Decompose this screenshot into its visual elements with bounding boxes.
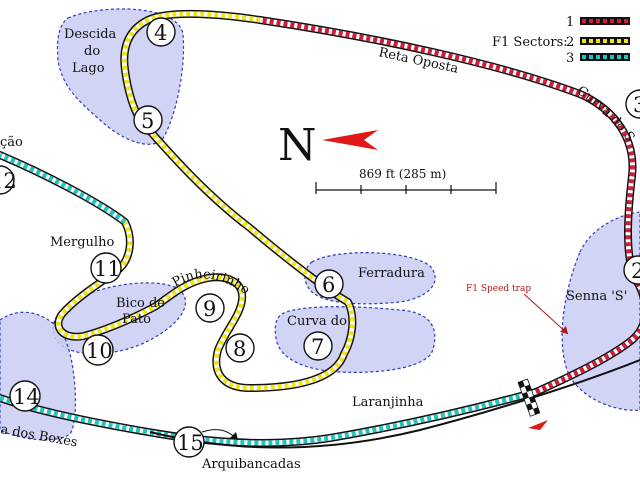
corner-15-arrowhead-icon bbox=[230, 432, 238, 440]
label-juncao: ção bbox=[0, 135, 23, 150]
speed-trap-arrowhead-icon bbox=[560, 326, 568, 334]
legend: 1 F1 Sectors: 2 3 bbox=[492, 15, 630, 66]
label-ferradura: Ferradura bbox=[358, 266, 425, 281]
red-arrow-icon bbox=[322, 130, 378, 150]
label-curva-do: Curva do bbox=[287, 314, 347, 329]
label-laranjinha: Laranjinha bbox=[352, 395, 424, 410]
label-bico-line2: Pato bbox=[122, 312, 151, 327]
track-sectors bbox=[0, 11, 640, 446]
pit-lane bbox=[149, 359, 640, 449]
legend-1-number: 1 bbox=[566, 15, 574, 30]
corner-10: 10 bbox=[82, 334, 114, 366]
corner-15-number: 15 bbox=[177, 431, 204, 455]
scale-bar bbox=[315, 182, 497, 194]
label-descida-line2: do bbox=[84, 44, 100, 59]
north-letter: N bbox=[278, 120, 317, 171]
label-senna-s: Senna 'S' bbox=[566, 289, 627, 304]
zone-bico-de-pato bbox=[52, 282, 186, 355]
speed-trap-label: F1 Speed trap bbox=[466, 284, 531, 294]
corner-3: 3 bbox=[625, 89, 640, 119]
corner-markers: 2 3 4 5 6 7 8 9 bbox=[0, 17, 640, 458]
corner-11: 11 bbox=[90, 252, 122, 284]
label-arquibancadas: Arquibancadas bbox=[201, 457, 301, 472]
corner-4-number: 4 bbox=[154, 21, 167, 45]
corner-5: 5 bbox=[133, 105, 163, 135]
track-sector-1 bbox=[259, 17, 640, 395]
corner-9: 9 bbox=[195, 293, 225, 323]
label-mergulho: Mergulho bbox=[50, 235, 114, 250]
corner-11-number: 11 bbox=[94, 257, 121, 281]
legend-2-number: 2 bbox=[566, 35, 574, 50]
corner-2-number: 2 bbox=[631, 259, 640, 283]
corner-3-number: 3 bbox=[633, 93, 640, 117]
corner-10-number: 10 bbox=[86, 339, 113, 363]
corner-14-number: 14 bbox=[13, 385, 40, 409]
scale-label: 869 ft (285 m) bbox=[359, 167, 446, 181]
corner-8: 8 bbox=[225, 333, 255, 363]
corner-7-number: 7 bbox=[311, 335, 324, 359]
track-sector-2 bbox=[55, 11, 355, 391]
label-descida-line1: Descida bbox=[64, 27, 117, 42]
direction-arrow-icon bbox=[528, 420, 548, 430]
track-sector-3 bbox=[0, 152, 537, 446]
speed-trap-pointer bbox=[523, 293, 569, 335]
label-descida-line3: Lago bbox=[72, 61, 105, 76]
corner-2: 2 bbox=[623, 255, 640, 285]
legend-3-number: 3 bbox=[566, 51, 574, 66]
corner-8-number: 8 bbox=[233, 337, 246, 361]
corner-6-number: 6 bbox=[322, 273, 335, 297]
corner-12: 12 bbox=[0, 165, 17, 195]
corner-9-number: 9 bbox=[203, 297, 216, 321]
corner-6: 6 bbox=[314, 269, 344, 299]
corner-4: 4 bbox=[146, 17, 176, 47]
corner-12-number: 12 bbox=[0, 169, 17, 193]
corner-5-number: 5 bbox=[141, 109, 154, 133]
corner-7: 7 bbox=[303, 331, 333, 361]
legend-title: F1 Sectors: bbox=[492, 35, 568, 50]
label-bico-line1: Bico de bbox=[116, 296, 165, 311]
start-finish-line bbox=[517, 378, 541, 417]
corner-14: 14 bbox=[9, 380, 41, 412]
zone-senna-s bbox=[561, 211, 640, 411]
corner-15: 15 bbox=[173, 426, 205, 458]
